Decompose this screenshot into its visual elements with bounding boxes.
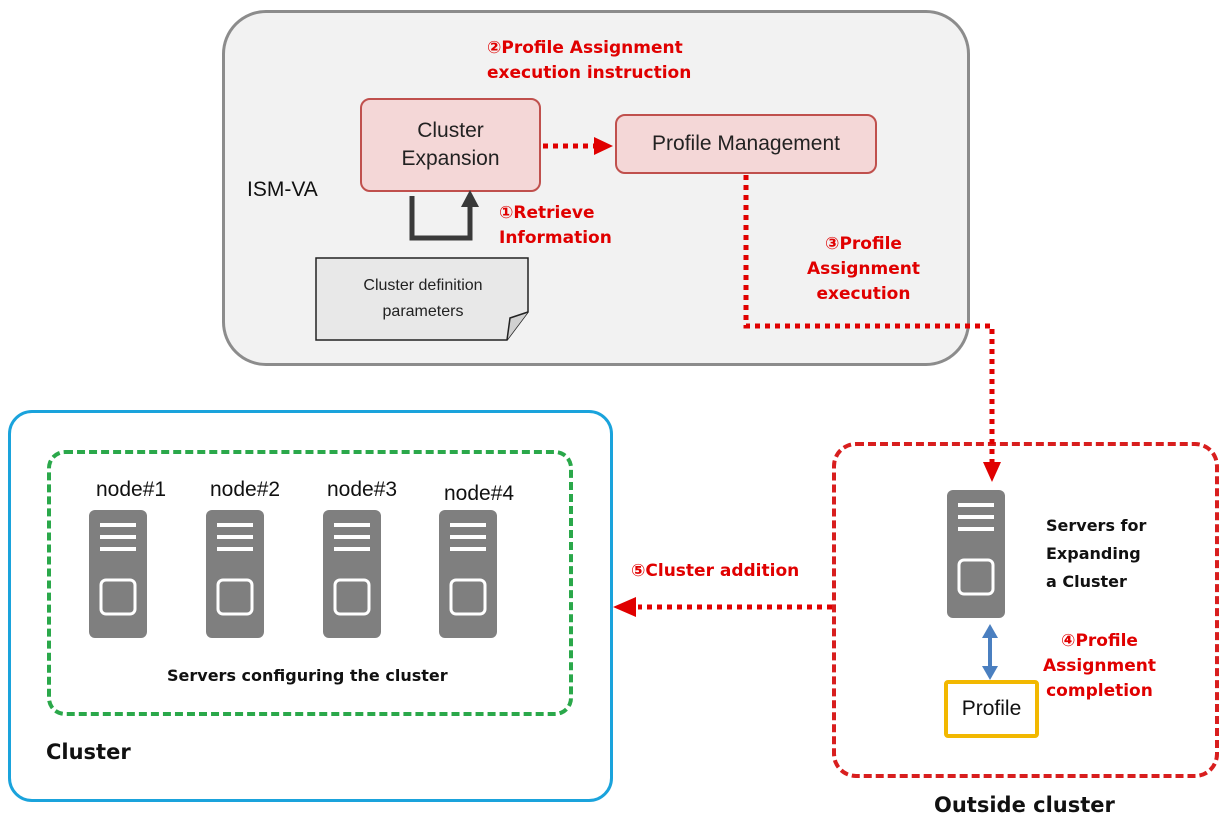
ism-va-label: ISM-VA — [247, 178, 318, 201]
servers-expanding-line3: a Cluster — [1046, 572, 1127, 591]
step4-label: ④Profile Assignment completion — [1043, 629, 1156, 704]
step3-line3: execution — [816, 284, 911, 304]
servers-configuring-caption: Servers configuring the cluster — [167, 666, 448, 685]
servers-expanding-line1: Servers for — [1046, 516, 1147, 535]
profile-management-box: Profile Management — [615, 114, 877, 174]
step1-line1: ①Retrieve — [499, 203, 595, 223]
server-icon — [437, 508, 499, 640]
server-icon — [87, 508, 149, 640]
step4-line2: Assignment — [1043, 656, 1156, 676]
cluster-expansion-line1: Cluster — [417, 119, 484, 142]
servers-expanding-caption: Servers for Expanding a Cluster — [1046, 512, 1146, 596]
dotted-arrow-icon — [543, 137, 613, 155]
server-icon — [945, 488, 1007, 620]
cluster-definition-line2: parameters — [383, 303, 464, 320]
step2-label: ②Profile Assignment execution instructio… — [487, 36, 691, 86]
step1-line2: Information — [499, 228, 612, 248]
step3-label: ③Profile Assignment execution — [807, 232, 920, 307]
outside-cluster-label: Outside cluster — [934, 793, 1115, 817]
dotted-arrow-icon — [613, 597, 832, 617]
step4-line3: completion — [1046, 681, 1153, 701]
cluster-definition-line1: Cluster definition — [363, 277, 482, 294]
profile-box: Profile — [944, 680, 1039, 738]
outside-cluster-container — [832, 442, 1219, 778]
node-label-1: node#1 — [96, 478, 167, 501]
step4-line1: ④Profile — [1061, 631, 1138, 651]
cluster-servers-group — [47, 450, 573, 716]
servers-expanding-line2: Expanding — [1046, 544, 1141, 563]
profile-label: Profile — [961, 697, 1022, 720]
profile-management-label: Profile Management — [652, 132, 840, 155]
cluster-container — [8, 410, 613, 802]
step3-line1: ③Profile — [825, 234, 902, 254]
cluster-expansion-line2: Expansion — [401, 147, 500, 170]
document-icon — [315, 257, 529, 341]
loop-arrow-icon — [409, 190, 479, 241]
server-icon — [321, 508, 383, 640]
step2-line1: ②Profile Assignment — [487, 38, 683, 58]
cluster-expansion-box: Cluster Expansion — [360, 98, 541, 192]
step3-line2: Assignment — [807, 259, 920, 279]
node-label-3: node#3 — [327, 478, 398, 501]
dotted-arrow-icon — [743, 175, 1001, 482]
step2-line2: execution instruction — [487, 63, 692, 83]
cluster-label: Cluster — [46, 740, 131, 764]
server-icon — [204, 508, 266, 640]
node-label-4: node#4 — [444, 482, 515, 505]
step5-label: ⑤Cluster addition — [631, 561, 800, 581]
step1-label: ①Retrieve Information — [499, 201, 612, 251]
bidirectional-arrow-icon — [982, 624, 998, 680]
node-label-2: node#2 — [210, 478, 281, 501]
